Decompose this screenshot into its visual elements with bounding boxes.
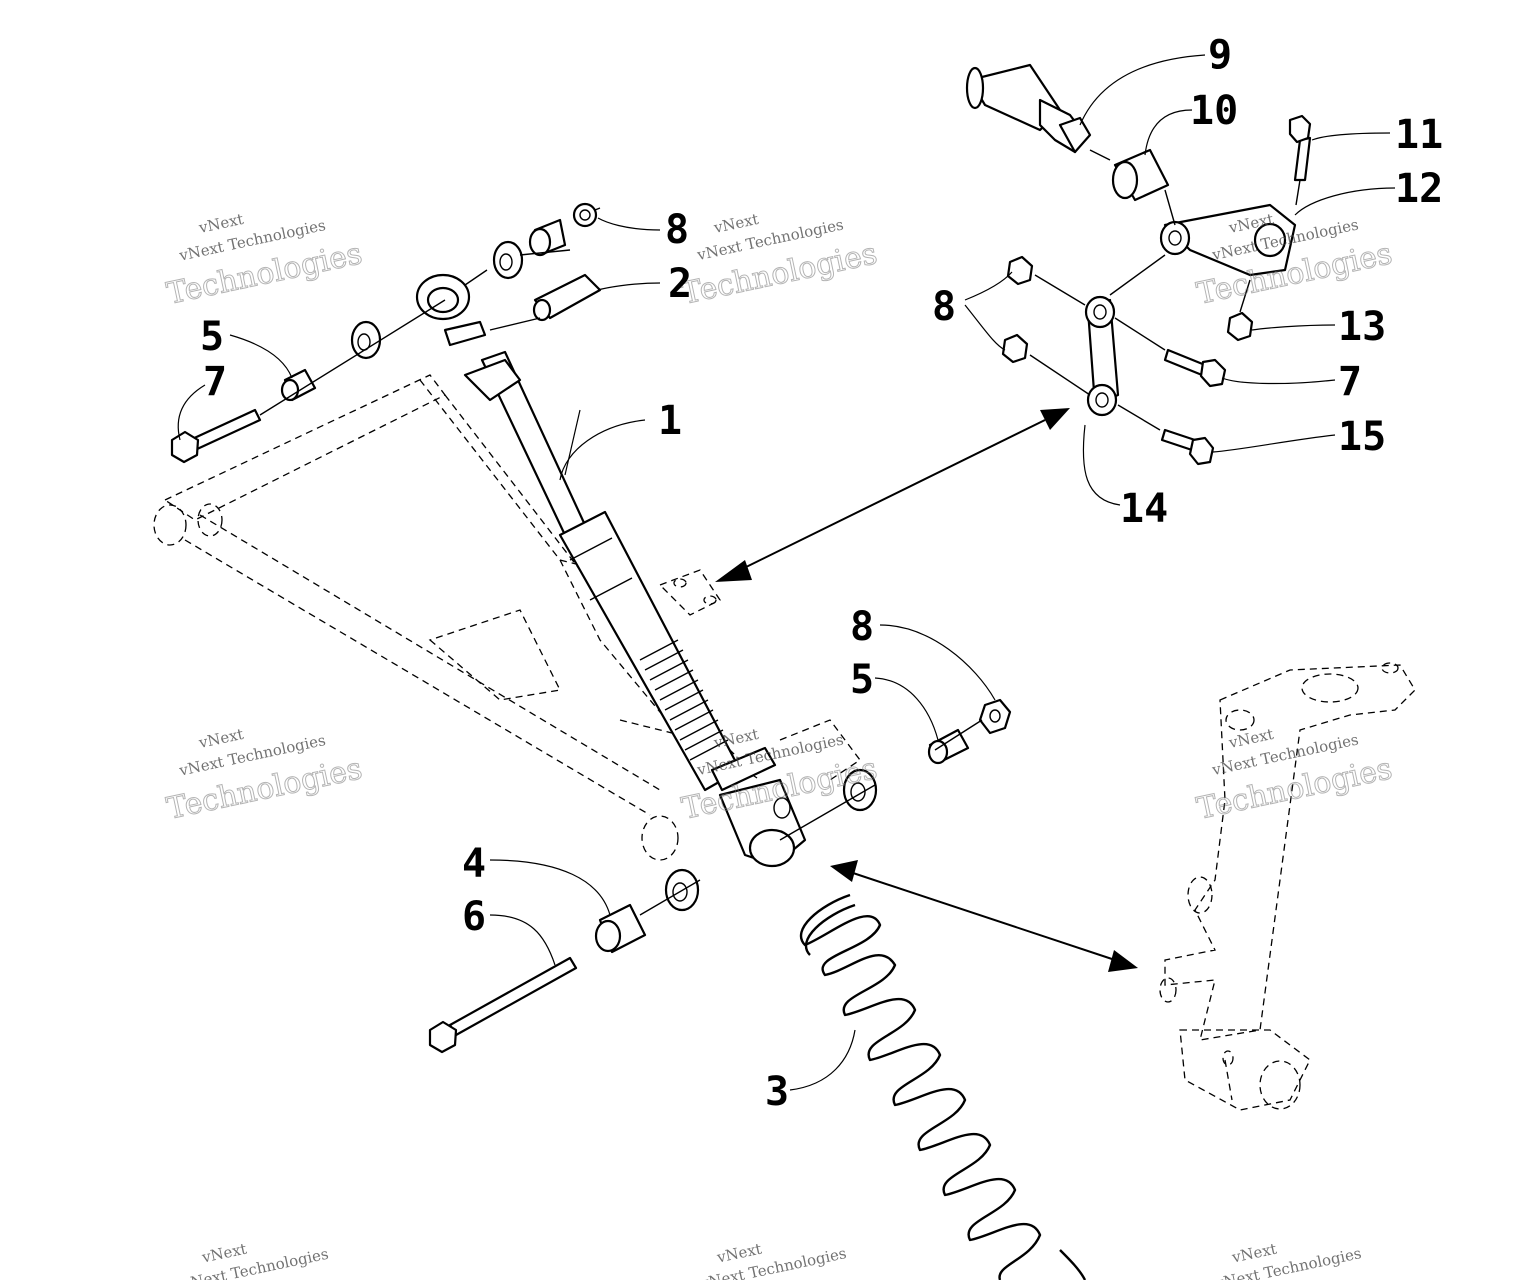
sway-bar-assembly — [965, 63, 1312, 466]
watermark-mid-left: vNext vNext Technologies Technologies — [163, 725, 365, 827]
watermark-top-left: vNext vNext Technologies Technologies — [163, 210, 365, 312]
svg-text:vNext: vNext — [196, 210, 245, 237]
callout-8-lower: 8 — [850, 604, 874, 650]
svg-text:vNext: vNext — [711, 210, 760, 237]
callout-8-link: 8 — [932, 284, 956, 330]
callout-14: 14 — [1120, 486, 1168, 532]
callout-6: 6 — [462, 894, 486, 940]
callout-7-link: 7 — [1338, 359, 1362, 405]
shock-absorber — [415, 273, 807, 868]
lower-hardware — [428, 698, 1012, 1054]
svg-text:vNext: vNext — [196, 725, 245, 752]
callout-12: 12 — [1395, 166, 1443, 212]
callout-1: 1 — [658, 398, 682, 444]
assembly-arrows — [715, 408, 1138, 972]
watermark-bottom-right: vNext vNext Technologies — [1213, 1240, 1363, 1280]
callout-9: 9 — [1208, 32, 1232, 78]
watermark-top-center: vNext vNext Technologies Technologies — [678, 210, 880, 312]
callout-15: 15 — [1338, 414, 1386, 460]
callout-13: 13 — [1338, 304, 1386, 350]
callout-11: 11 — [1395, 112, 1443, 158]
watermark-bottom-left: vNext vNext Technologies — [180, 1240, 330, 1280]
callout-4: 4 — [462, 841, 486, 887]
callout-5-lower: 5 — [850, 657, 874, 703]
callout-5-upper: 5 — [200, 314, 224, 360]
watermark-bottom-center: vNext vNext Technologies — [698, 1240, 848, 1280]
callout-2: 2 — [668, 261, 692, 307]
callout-3: 3 — [765, 1069, 789, 1115]
callout-7-upper: 7 — [203, 359, 227, 405]
coil-spring — [799, 893, 1087, 1280]
upper-hardware — [170, 202, 602, 464]
callout-8-upper-shock: 8 — [665, 207, 689, 253]
watermarks: vNext vNext Technologies Technologies vN… — [163, 210, 1395, 1280]
steering-knuckle — [1159, 662, 1416, 1111]
callouts: 9 10 11 12 8 2 8 13 5 7 7 1 15 14 8 5 4 … — [200, 32, 1443, 1115]
leader-lines — [177, 54, 1396, 1091]
callout-10: 10 — [1190, 88, 1238, 134]
